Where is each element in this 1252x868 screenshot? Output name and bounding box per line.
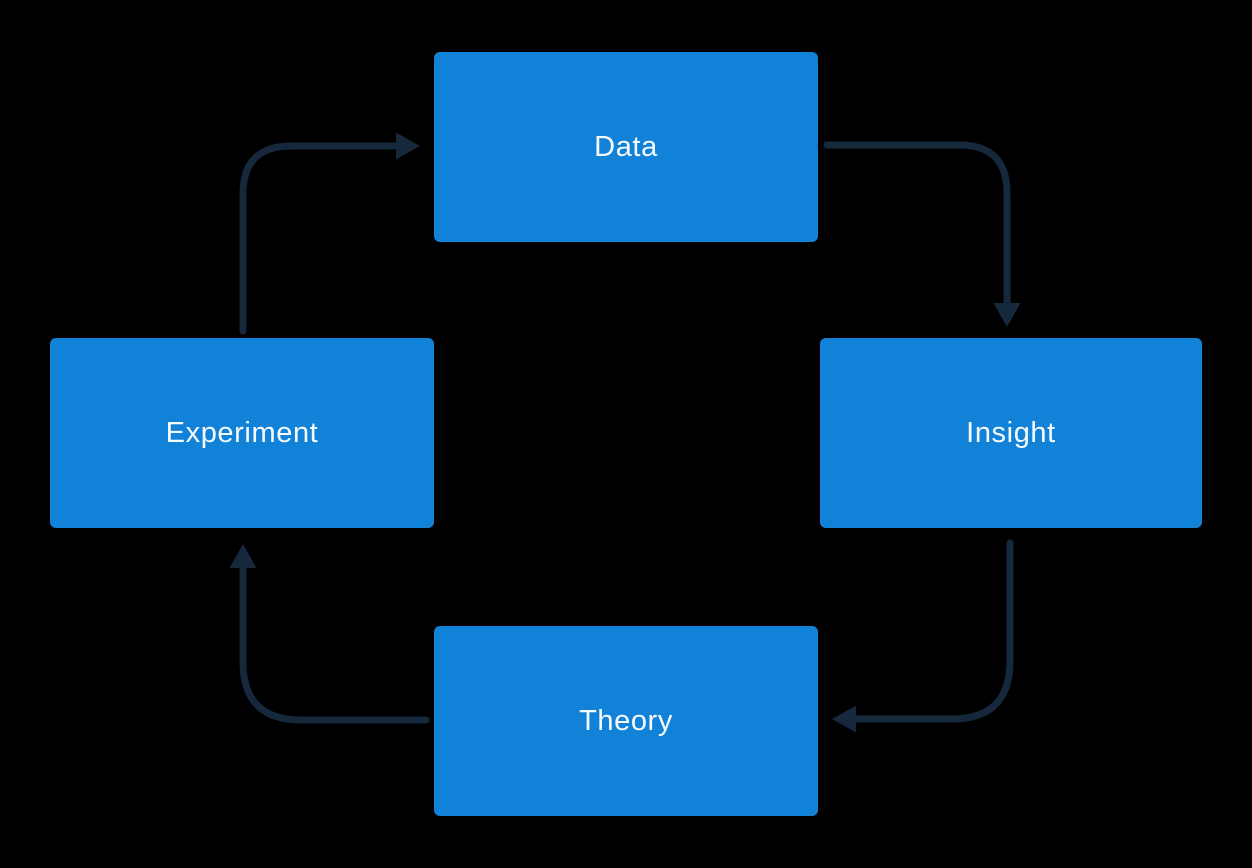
arrowhead-right-icon bbox=[396, 132, 420, 160]
arrowhead-up-icon bbox=[229, 544, 257, 568]
node-data-label: Data bbox=[594, 130, 658, 163]
node-experiment: Experiment bbox=[50, 338, 434, 528]
arrowhead-down-icon bbox=[993, 303, 1021, 327]
node-theory: Theory bbox=[434, 626, 818, 816]
edge-theory-to-experiment bbox=[229, 544, 430, 724]
node-theory-label: Theory bbox=[579, 704, 673, 737]
node-data: Data bbox=[434, 52, 818, 242]
node-insight-label: Insight bbox=[966, 416, 1056, 449]
arrowhead-left-icon bbox=[832, 705, 856, 733]
node-experiment-label: Experiment bbox=[165, 416, 319, 449]
node-insight: Insight bbox=[820, 338, 1202, 528]
edge-insight-to-theory bbox=[832, 539, 1014, 733]
edge-data-to-insight bbox=[823, 141, 1021, 327]
edge-experiment-to-data bbox=[239, 132, 420, 335]
